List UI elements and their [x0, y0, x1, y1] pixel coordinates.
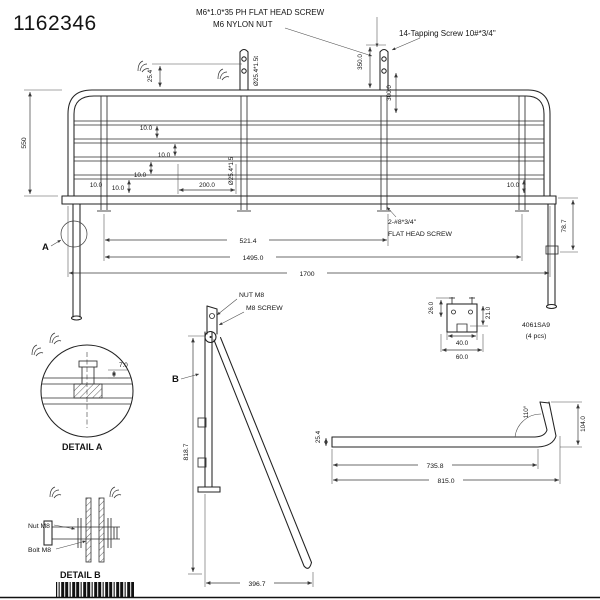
- dim-1495: 1495.0: [243, 255, 264, 262]
- dim-300: 300.0: [386, 85, 393, 101]
- dim-slat-gap: 10.0: [134, 172, 147, 179]
- bracket-part-number: 4061SA9: [522, 322, 550, 329]
- dim-angle: 110°: [522, 405, 530, 418]
- detail-b-marker: B: [172, 374, 179, 385]
- dim-slat-gap: 10.0: [158, 152, 171, 159]
- callout-m8-screw: M8 SCREW: [246, 305, 283, 312]
- callout-nut-m8-b: Nut M8: [28, 523, 50, 530]
- dim-tube-top: Ø25.4*1.5t: [253, 56, 260, 86]
- callout-flat-screw: FLAT HEAD SCREW: [388, 231, 453, 238]
- dim-26: 26.0: [428, 301, 435, 314]
- detail-a-marker: A: [42, 242, 49, 253]
- front-view-dimensions: 550 25.4 Ø25.4*1.5t 350.0 300.0 10.0 10.…: [21, 44, 578, 278]
- callout-m6-screw: M6*1.0*35 PH FLAT HEAD SCREW: [196, 8, 325, 17]
- top-callouts: M6*1.0*35 PH FLAT HEAD SCREW M6 NYLON NU…: [196, 8, 496, 57]
- left-leg: [70, 203, 83, 321]
- dim-818: 818.7: [183, 443, 190, 460]
- right-leg: [545, 203, 559, 310]
- break-mark: [49, 486, 62, 499]
- leader-m6-nut: [284, 27, 373, 57]
- dim-7: 7.0: [119, 362, 128, 369]
- side-rail-profile-view: 25.4 110° 104.0 735.8 815.0: [315, 401, 587, 485]
- leader-flat-screw: [386, 206, 397, 218]
- callout-tapping-screw: 14-Tapping Screw 10#*3/4": [399, 29, 496, 38]
- break-mark: [31, 344, 44, 357]
- dim-60: 60.0: [456, 354, 469, 361]
- dim-396: 396.7: [248, 581, 265, 588]
- dim-815: 815.0: [437, 478, 454, 485]
- assembly-front-view: [60, 48, 559, 321]
- break-mark: [217, 68, 230, 81]
- dim-200: 200.0: [199, 182, 215, 189]
- dim-1700: 1700: [299, 271, 314, 278]
- callout-nut-m8: NUT M8: [239, 292, 264, 299]
- detail-a-view: 7.0 DETAIL A: [31, 332, 134, 452]
- mounting-bracket-right: [379, 48, 389, 91]
- dim-slat-gap: 10.0: [90, 182, 103, 189]
- dim-slat-gap: 10.0: [140, 125, 153, 132]
- dim-tube-profile: 25.4: [315, 430, 322, 443]
- detail-b-view: Nut M8 Bolt M8 DETAIL B: [28, 486, 134, 598]
- dim-25-4: 25.4: [147, 69, 154, 82]
- dim-735: 735.8: [426, 463, 443, 470]
- detail-b-title: DETAIL B: [60, 570, 101, 580]
- dim-521: 521.4: [239, 238, 256, 245]
- dim-21: 21.0: [485, 306, 492, 319]
- detail-a-balloon: [60, 220, 88, 248]
- horizontal-slats: [74, 120, 544, 180]
- dim-78-7: 78.7: [561, 219, 568, 232]
- dim-slat-gap: 10.0: [112, 185, 125, 192]
- dim-tube-mid: Ø25.4*1.5: [228, 156, 235, 185]
- leg-side-view: NUT M8 M8 SCREW B 818.7 396.7: [172, 292, 314, 588]
- dim-104: 104.0: [580, 416, 587, 432]
- dim-slat-gap: 10.0: [507, 182, 520, 189]
- callout-m6-nut: M6 NYLON NUT: [213, 20, 273, 29]
- leader-tapping-screw: [391, 37, 421, 51]
- mounting-bracket-left: [239, 48, 249, 91]
- callout-flat-screw-qty: 2-#8*3/4": [388, 219, 417, 226]
- bracket-part-qty: (4 pcs): [526, 333, 547, 340]
- bracket-detail-view: 26.0 21.0 40.0 60.0 4061SA9 (4 pcs): [428, 297, 550, 361]
- callout-bolt-m8-b: Bolt M8: [28, 547, 51, 554]
- break-mark: [49, 332, 62, 345]
- dim-40: 40.0: [456, 340, 469, 347]
- barcode: [56, 582, 134, 598]
- leader-detail-a: [50, 239, 62, 247]
- dim-overall-height: 550: [21, 137, 28, 149]
- dim-350: 350.0: [357, 54, 364, 70]
- break-mark: [109, 486, 122, 499]
- part-number: 1162346: [13, 12, 97, 35]
- detail-a-title: DETAIL A: [62, 442, 103, 452]
